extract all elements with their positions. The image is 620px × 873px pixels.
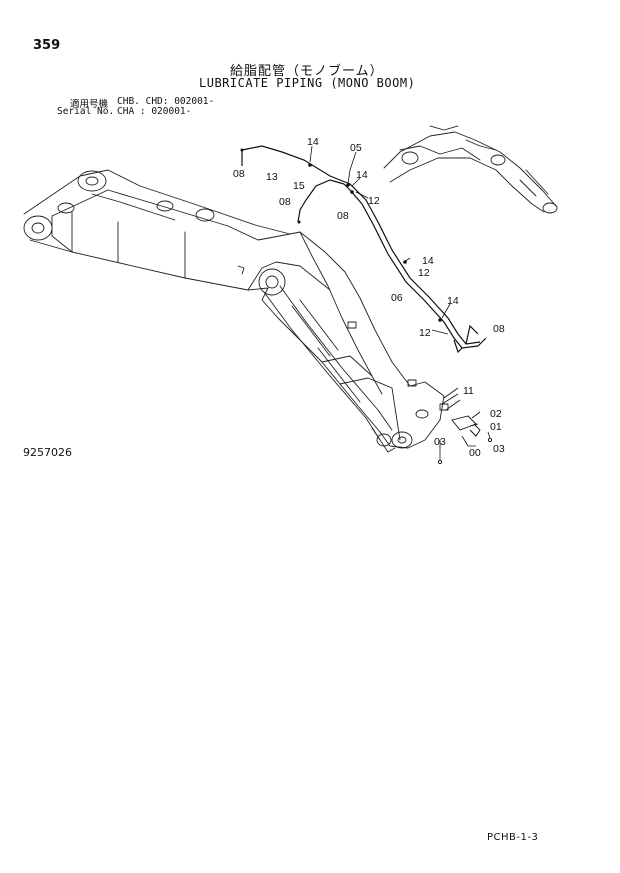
title-english: LUBRICATE PIPING (MONO BOOM) [199,76,416,90]
callout-03: 03 [434,436,446,448]
callout-15: 15 [293,180,305,192]
callout-06: 06 [391,292,403,304]
callout-08: 08 [233,168,245,180]
callout-14: 14 [447,295,459,307]
callout-08: 08 [337,210,349,222]
callout-11: 11 [463,385,474,397]
callout-14: 14 [356,169,368,181]
callout-14: 14 [307,136,319,148]
applicability-label-1: 適用号機 [70,99,109,110]
grease-piping-lines [241,145,487,354]
callout-14: 14 [422,255,434,267]
callout-08: 08 [493,323,505,335]
page-code: PCHB-1-3 [487,832,539,843]
applicability-label-2: Serial No. [57,106,115,117]
applicability-value-1: CHB. CHD: 002001- [117,96,215,107]
callout-02: 02 [490,408,502,420]
callout-05: 05 [350,142,362,154]
valve-bracket-parts [437,415,493,465]
callout-12: 12 [419,327,431,339]
boom-illustration [23,125,558,453]
title-japanese: 給脂配管（モノブーム） [230,64,384,79]
callout-00: 00 [469,447,481,459]
drawing-number: 9257026 [23,446,72,459]
callout-labels: 14 05 08 13 15 14 08 08 12 14 12 06 14 1… [233,136,505,459]
applicability-value-2: CHA : 020001- [117,106,192,117]
callout-08: 08 [279,196,291,208]
callout-12: 12 [368,195,380,207]
callout-12: 12 [418,267,430,279]
page-number: 359 [33,38,61,53]
callout-13: 13 [266,171,278,183]
callout-01: 01 [490,421,502,433]
callout-03: 03 [493,443,505,455]
